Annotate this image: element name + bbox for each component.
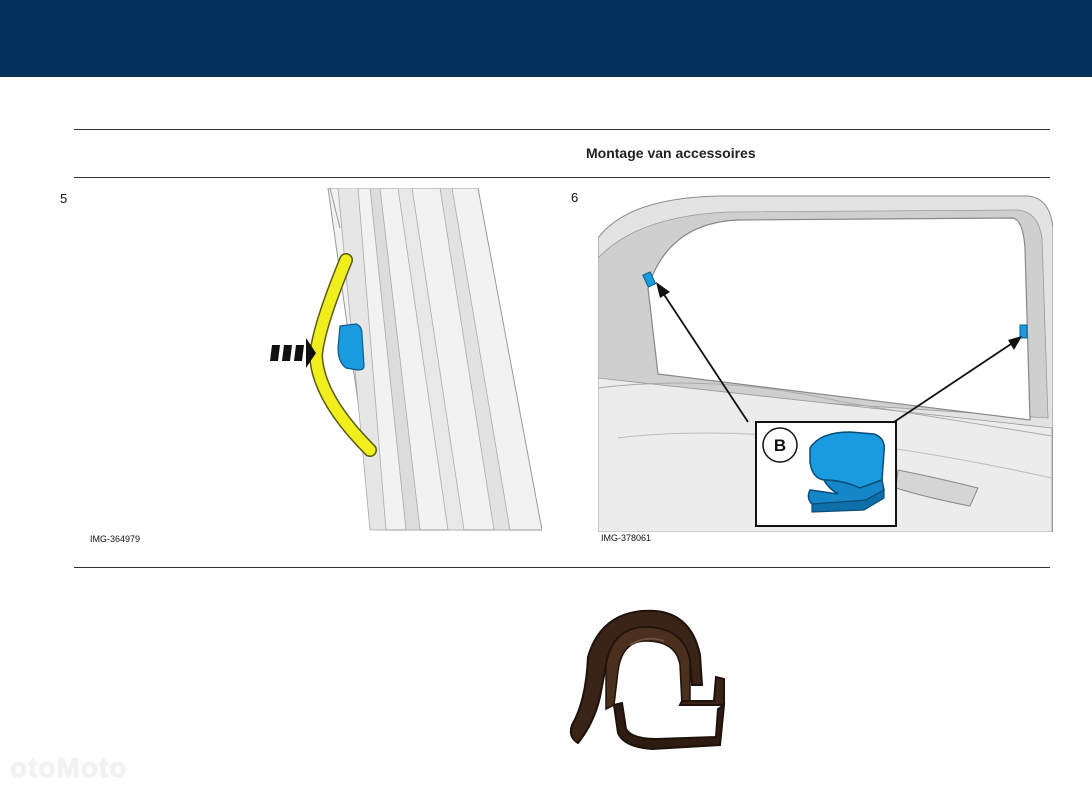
clip-blue	[337, 323, 365, 371]
highlight-strip	[310, 254, 376, 456]
page-title: Montage van accessoires	[586, 145, 756, 161]
clip-detail	[807, 431, 886, 513]
header-bottom-rule	[74, 177, 1050, 178]
table-bottom-rule	[74, 567, 1050, 568]
callout-circle	[762, 427, 798, 463]
table-top-rule	[74, 129, 1050, 130]
step-5-illustration	[80, 188, 542, 532]
clip-marker-left	[642, 271, 657, 288]
step-number-5: 5	[60, 191, 68, 206]
clip-photo	[569, 609, 726, 751]
direction-arrow	[270, 338, 316, 368]
step-6-image-id: IMG-378061	[601, 533, 652, 543]
clip-marker-right	[1019, 324, 1028, 339]
top-banner	[0, 0, 1092, 77]
step-5-image-id: IMG-364979	[90, 534, 141, 544]
watermark-logo: otoMoto	[10, 752, 128, 783]
step-number-6: 6	[571, 190, 579, 205]
callout-label: B	[774, 436, 786, 455]
step-6-illustration: B	[598, 188, 1053, 532]
